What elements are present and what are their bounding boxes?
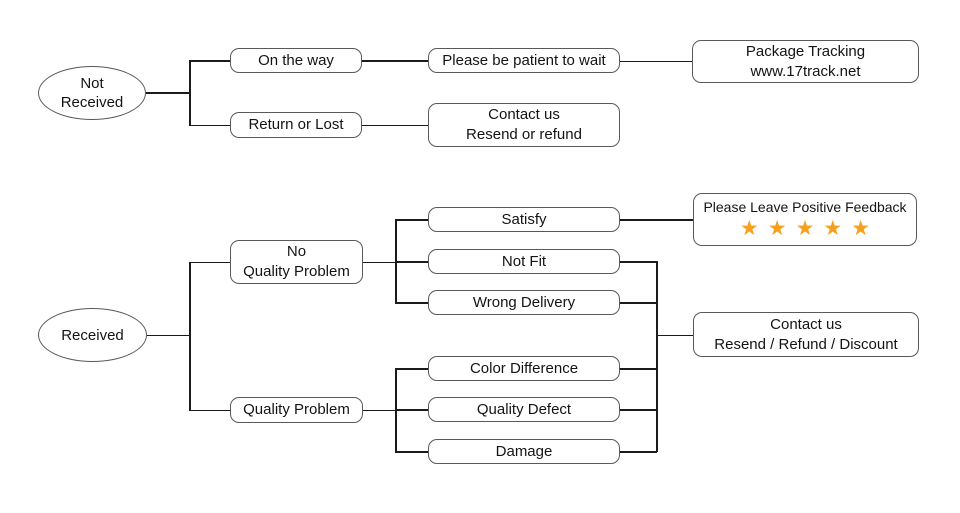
connector bbox=[189, 60, 191, 126]
node-label: Not Received bbox=[60, 75, 124, 111]
connector bbox=[362, 60, 428, 62]
connector bbox=[620, 368, 657, 370]
connector bbox=[189, 124, 230, 126]
node-wrong-delivery: Wrong Delivery bbox=[428, 290, 620, 315]
node-label: Please be patient to wait bbox=[442, 51, 606, 69]
connector bbox=[363, 261, 395, 263]
node-label: Quality Defect bbox=[476, 400, 572, 418]
connector bbox=[620, 409, 657, 411]
node-label-line1: Package Tracking bbox=[745, 42, 866, 60]
connector bbox=[656, 261, 658, 452]
connector bbox=[620, 219, 693, 221]
connector bbox=[146, 92, 190, 94]
node-please-be-patient: Please be patient to wait bbox=[428, 48, 620, 73]
star-icon: ★ bbox=[795, 217, 815, 240]
node-on-the-way: On the way bbox=[230, 48, 362, 73]
connector bbox=[620, 261, 657, 263]
node-received: Received bbox=[38, 308, 147, 362]
node-no-quality-problem: No Quality Problem bbox=[230, 240, 363, 284]
node-not-fit: Not Fit bbox=[428, 249, 620, 274]
node-label: Satisfy bbox=[501, 210, 547, 228]
connector bbox=[620, 60, 692, 62]
connector bbox=[395, 451, 428, 453]
node-label: Damage bbox=[495, 442, 553, 460]
connector bbox=[395, 261, 428, 263]
node-label: Wrong Delivery bbox=[472, 293, 576, 311]
node-label: On the way bbox=[258, 51, 334, 69]
connector bbox=[395, 302, 428, 304]
node-label: Color Difference bbox=[469, 359, 579, 377]
node-color-difference: Color Difference bbox=[428, 356, 620, 381]
node-label: Quality Problem bbox=[243, 401, 350, 418]
star-icon: ★ bbox=[767, 217, 787, 240]
star-rating: ★ ★ ★ ★ ★ bbox=[740, 218, 870, 240]
connector bbox=[395, 219, 428, 221]
node-quality-defect: Quality Defect bbox=[428, 397, 620, 422]
node-package-tracking: Package Tracking www.17track.net bbox=[692, 40, 919, 83]
node-contact-us-resend: Contact us Resend or refund bbox=[428, 103, 620, 147]
star-icon: ★ bbox=[739, 217, 759, 240]
star-icon: ★ bbox=[823, 217, 843, 240]
connector bbox=[656, 334, 693, 336]
connector bbox=[395, 368, 428, 370]
connector bbox=[189, 261, 230, 263]
connector bbox=[147, 334, 189, 336]
node-label: Not Fit bbox=[501, 252, 547, 270]
node-label-line1: No bbox=[286, 243, 307, 260]
connector bbox=[189, 409, 230, 411]
node-label: Return or Lost bbox=[248, 116, 344, 133]
node-return-or-lost: Return or Lost bbox=[230, 112, 362, 138]
connector bbox=[620, 302, 657, 304]
node-quality-problem: Quality Problem bbox=[230, 397, 363, 423]
connector bbox=[395, 409, 428, 411]
connector bbox=[362, 124, 428, 126]
node-label-line2: Resend or refund bbox=[466, 126, 582, 143]
node-label-line1: Contact us bbox=[770, 315, 842, 333]
node-not-received: Not Received bbox=[38, 66, 146, 120]
star-icon: ★ bbox=[851, 217, 871, 240]
feedback-title: Please Leave Positive Feedback bbox=[703, 199, 907, 215]
node-label-line2: Resend / Refund / Discount bbox=[714, 335, 898, 353]
node-label-line2: www.17track.net bbox=[750, 62, 861, 80]
node-satisfy: Satisfy bbox=[428, 207, 620, 232]
node-label: Received bbox=[61, 326, 124, 344]
node-damage: Damage bbox=[428, 439, 620, 464]
connector bbox=[620, 451, 657, 453]
node-label-line2: Quality Problem bbox=[243, 263, 350, 280]
connector bbox=[189, 262, 191, 410]
node-contact-us-full: Contact us Resend / Refund / Discount bbox=[693, 312, 919, 357]
connector bbox=[189, 60, 230, 62]
connector bbox=[363, 409, 395, 411]
node-positive-feedback: Please Leave Positive Feedback ★ ★ ★ ★ ★ bbox=[693, 193, 917, 246]
node-label-line1: Contact us bbox=[488, 106, 560, 123]
